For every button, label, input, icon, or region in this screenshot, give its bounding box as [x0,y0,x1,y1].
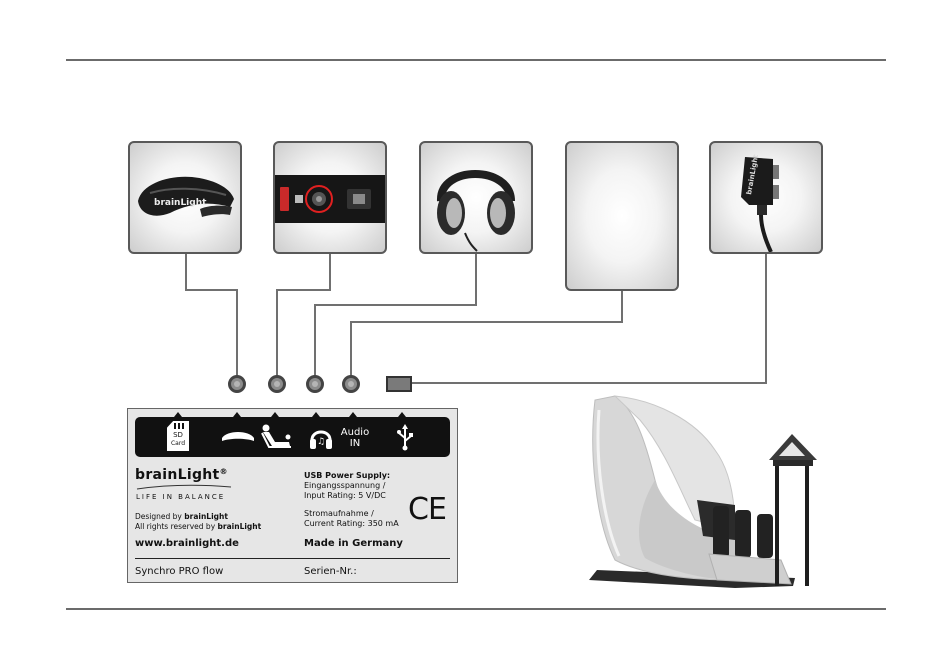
usb-line2: Input Rating: 5 V/DC [304,491,386,500]
brand-swoosh [135,483,235,491]
model-name: Synchro PRO flow [135,566,223,577]
icon-strip: SD Card ♫ Audio IN [135,417,450,457]
wire-chair [277,253,330,377]
light-glasses-image: brainLight [130,143,240,252]
current-line2: Current Rating: 350 mA [304,519,399,528]
plate-divider [135,558,450,559]
wire-audio-source [351,290,622,377]
made-in: Made in Germany [304,538,403,549]
usb-line1: Eingangsspannung / [304,481,385,490]
usb-icon [395,423,415,451]
headphones-image [421,143,531,252]
port-audio-in[interactable] [342,375,360,393]
glasses-brand-label: brainLight [154,198,207,208]
current-line1: Stromaufnahme / [304,509,374,518]
wire-glasses [186,253,237,377]
sd-label: SD [167,432,189,439]
device-label-plate: SD Card ♫ Audio IN [127,408,458,583]
website: www.brainlight.de [135,538,239,549]
svg-text:♫: ♫ [317,437,325,447]
port-chair[interactable] [268,375,286,393]
tile-light-glasses: brainLight [128,141,242,254]
tagline: LIFE IN BALANCE [136,493,225,501]
ce-mark: CE [408,493,446,527]
tile-audio-source [565,141,679,291]
port-glasses[interactable] [228,375,246,393]
usb-title: USB Power Supply: [304,471,390,480]
wire-headphones [315,253,476,377]
massage-chair-image [585,390,835,595]
tile-usb-charger: brainLight [709,141,823,254]
tile-chair-panel [273,141,387,254]
tile-headphones [419,141,533,254]
light-glasses-icon [221,429,255,445]
serial-label: Serien-Nr.: [304,566,357,577]
massage-chair-icon [259,421,295,453]
usb-charger-image: brainLight [711,143,821,252]
designed-by: Designed by brainLight [135,512,228,521]
headphones-icon: ♫ [308,423,334,451]
sd-card-label: Card [167,440,189,447]
port-headphones[interactable] [306,375,324,393]
audio-in-line2: IN [335,438,375,449]
rights-reserved: All rights reserved by brainLight [135,522,261,531]
chair-panel-image [275,143,385,252]
sd-card-icon: SD Card [167,421,189,451]
brand-logo: brainLight® [135,467,228,483]
audio-in-line1: Audio [335,427,375,438]
port-usb[interactable] [386,376,412,392]
